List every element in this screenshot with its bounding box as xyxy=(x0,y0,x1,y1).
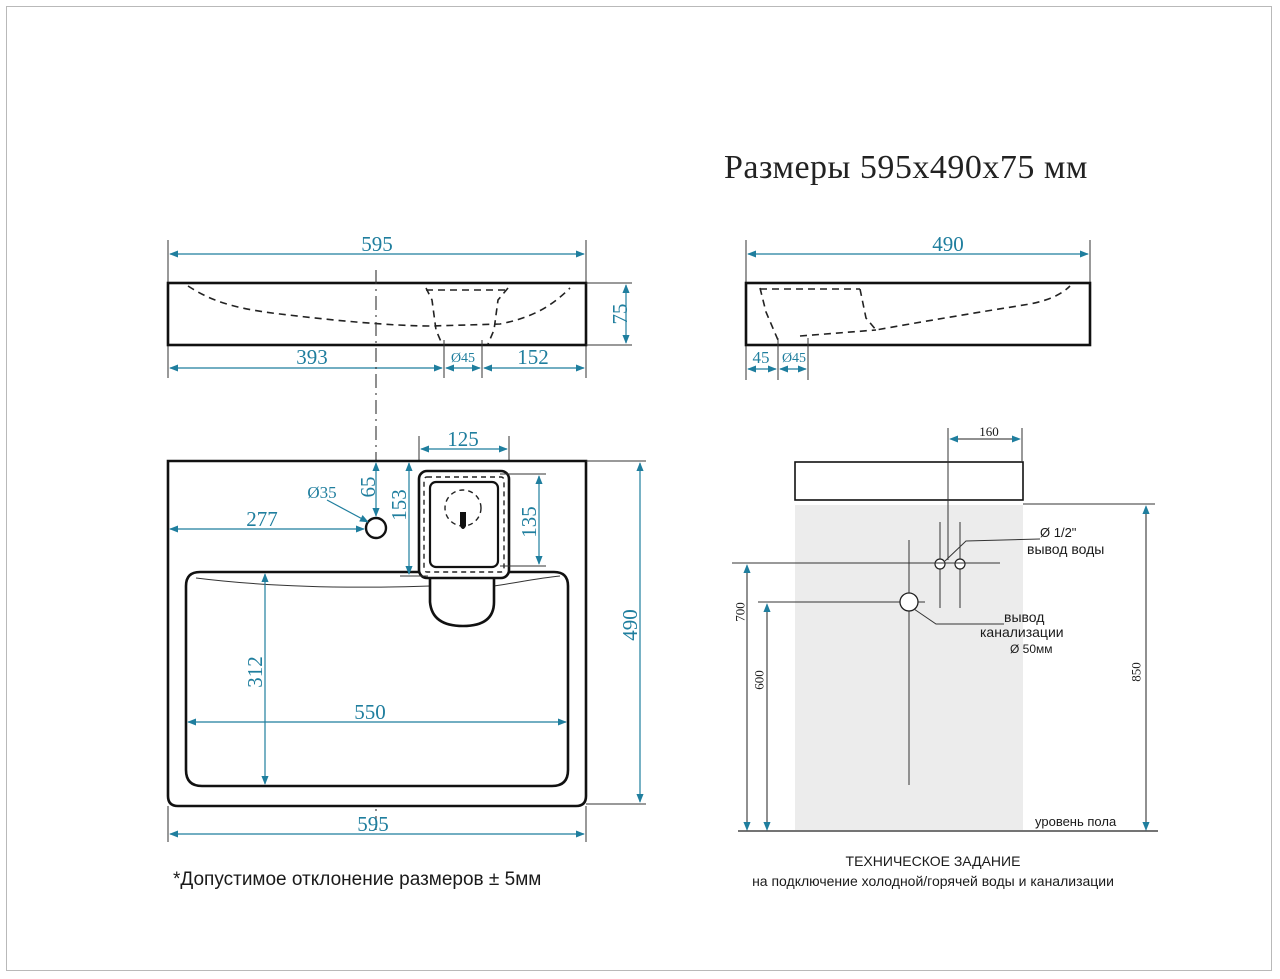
basin-hidden-contour xyxy=(187,285,571,327)
leader-drain xyxy=(913,608,1004,625)
drain-channel xyxy=(428,578,496,628)
drawing-title: Размеры 595х490х75 мм xyxy=(724,149,1088,186)
drain-outlet xyxy=(899,592,919,612)
offset-160-label: 160 xyxy=(979,424,999,439)
bowl-edge-line xyxy=(195,577,431,588)
bowl-edge-line xyxy=(493,575,561,587)
side-hole-dia-label: Ø45 xyxy=(782,351,806,366)
basin-silhouette xyxy=(794,461,1024,501)
tech-spec-subtitle: на подключение холодной/горячей воды и к… xyxy=(752,873,1114,889)
tech-spec-title: ТЕХНИЧЕСКОЕ ЗАДАНИЕ xyxy=(846,853,1021,869)
faucet-mount-icon xyxy=(460,512,466,529)
front-left-offset-label: 393 xyxy=(296,345,328,369)
bowl-width-label: 550 xyxy=(354,700,386,724)
side-hidden-contour xyxy=(859,285,1071,331)
floor-label: уровень пола xyxy=(1035,814,1117,829)
drawing-frame xyxy=(6,6,1272,971)
shelf-depth-label: 153 xyxy=(387,489,411,521)
side-hidden-line xyxy=(799,329,877,337)
top-total-width-label: 595 xyxy=(357,812,389,836)
water-outlet-hot xyxy=(954,558,966,570)
drain-label-2: канализации xyxy=(980,624,1064,640)
water-outlet-label: вывод воды xyxy=(1027,541,1104,557)
front-height-label: 75 xyxy=(608,304,632,325)
hole-top-label: 65 xyxy=(356,477,380,498)
front-hole-dia-label: Ø45 xyxy=(451,351,475,366)
installation-schematic: 160 Ø 1/2" вывод воды 700 600 вывод кана… xyxy=(732,424,1158,832)
top-shelf-width-label: 125 xyxy=(447,427,479,451)
water-pipe-dia-label: Ø 1/2" xyxy=(1040,525,1077,540)
drain-hidden-line xyxy=(487,287,509,345)
side-basin-outline xyxy=(744,281,1092,347)
front-basin-outline xyxy=(166,281,588,347)
drain-hidden-line xyxy=(425,287,443,345)
tolerance-note: *Допустимое отклонение размеров ± 5мм xyxy=(173,869,541,890)
water-outlet-cold xyxy=(934,558,946,570)
top-total-depth-label: 490 xyxy=(618,609,642,641)
height-850-label: 850 xyxy=(1129,662,1144,682)
shelf-inner-outline xyxy=(428,480,500,569)
leader-water xyxy=(944,538,1041,562)
shelf-hidden-contour xyxy=(423,476,505,573)
bowl-depth-label: 312 xyxy=(243,656,267,688)
height-700-label: 700 xyxy=(733,602,748,622)
faucet-hole-35 xyxy=(364,516,388,540)
leader-hole-35 xyxy=(326,499,369,523)
front-width-label: 595 xyxy=(361,232,393,256)
side-depth-label: 490 xyxy=(932,232,964,256)
front-view: 595 75 393 Ø45 152 xyxy=(166,232,632,378)
hole-left-label: 277 xyxy=(246,507,278,531)
hole-35-label: Ø35 xyxy=(307,483,336,502)
drain-label-1: вывод xyxy=(1004,609,1044,625)
side-view: 490 45 Ø45 xyxy=(744,232,1092,380)
top-view: 125 Ø35 277 65 153 135 xyxy=(166,427,646,842)
front-right-offset-label: 152 xyxy=(517,345,549,369)
height-600-label: 600 xyxy=(752,670,767,690)
side-offset-label: 45 xyxy=(753,348,770,367)
shelf-inner-label: 135 xyxy=(517,506,541,538)
drain-dia-label: Ø 50мм xyxy=(1010,642,1053,656)
side-hidden-line xyxy=(759,287,779,341)
